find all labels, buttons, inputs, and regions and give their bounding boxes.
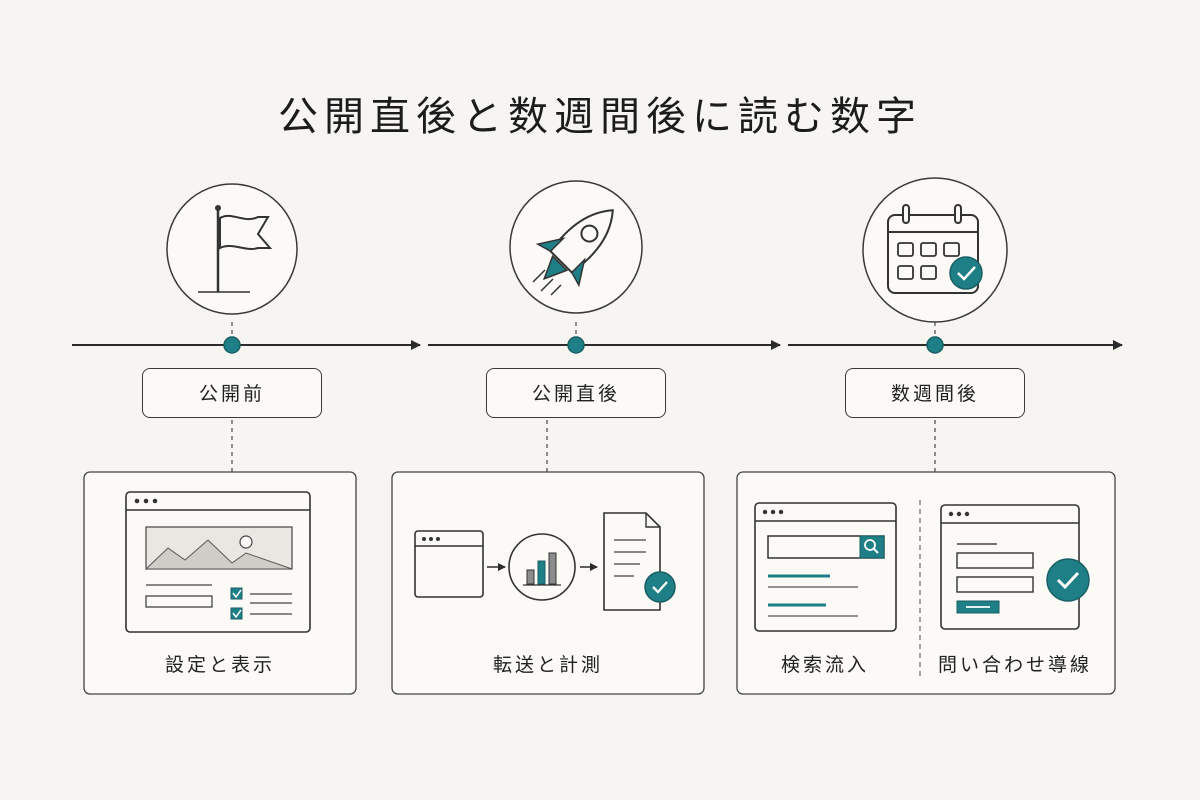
rocket-icon [509,180,643,314]
transfer-measure-illustration [414,512,676,611]
timeline-dot-3 [926,336,944,354]
card-3-label-search: 検索流入 [780,654,869,676]
timeline-dot-2 [567,336,585,354]
card-3-label-inquiry: 問い合わせ導線 [937,654,1092,676]
card-1-label: 設定と表示 [164,654,275,676]
flag-icon [166,183,298,315]
card-2-label: 転送と計測 [492,654,603,676]
stage-label-weeks-after: 数週間後 [845,368,1025,418]
calendar-check-icon [862,177,1008,323]
dashed-connectors [231,322,936,472]
search-browser-illustration [754,502,897,632]
browser-settings-illustration [125,491,311,633]
timeline-dot-1 [223,336,241,354]
form-check-illustration [940,504,1090,630]
stage-label-before: 公開前 [142,368,322,418]
page-title: 公開直後と数週間後に読む数字 [278,94,922,140]
stage-label-right-after: 公開直後 [486,368,666,418]
